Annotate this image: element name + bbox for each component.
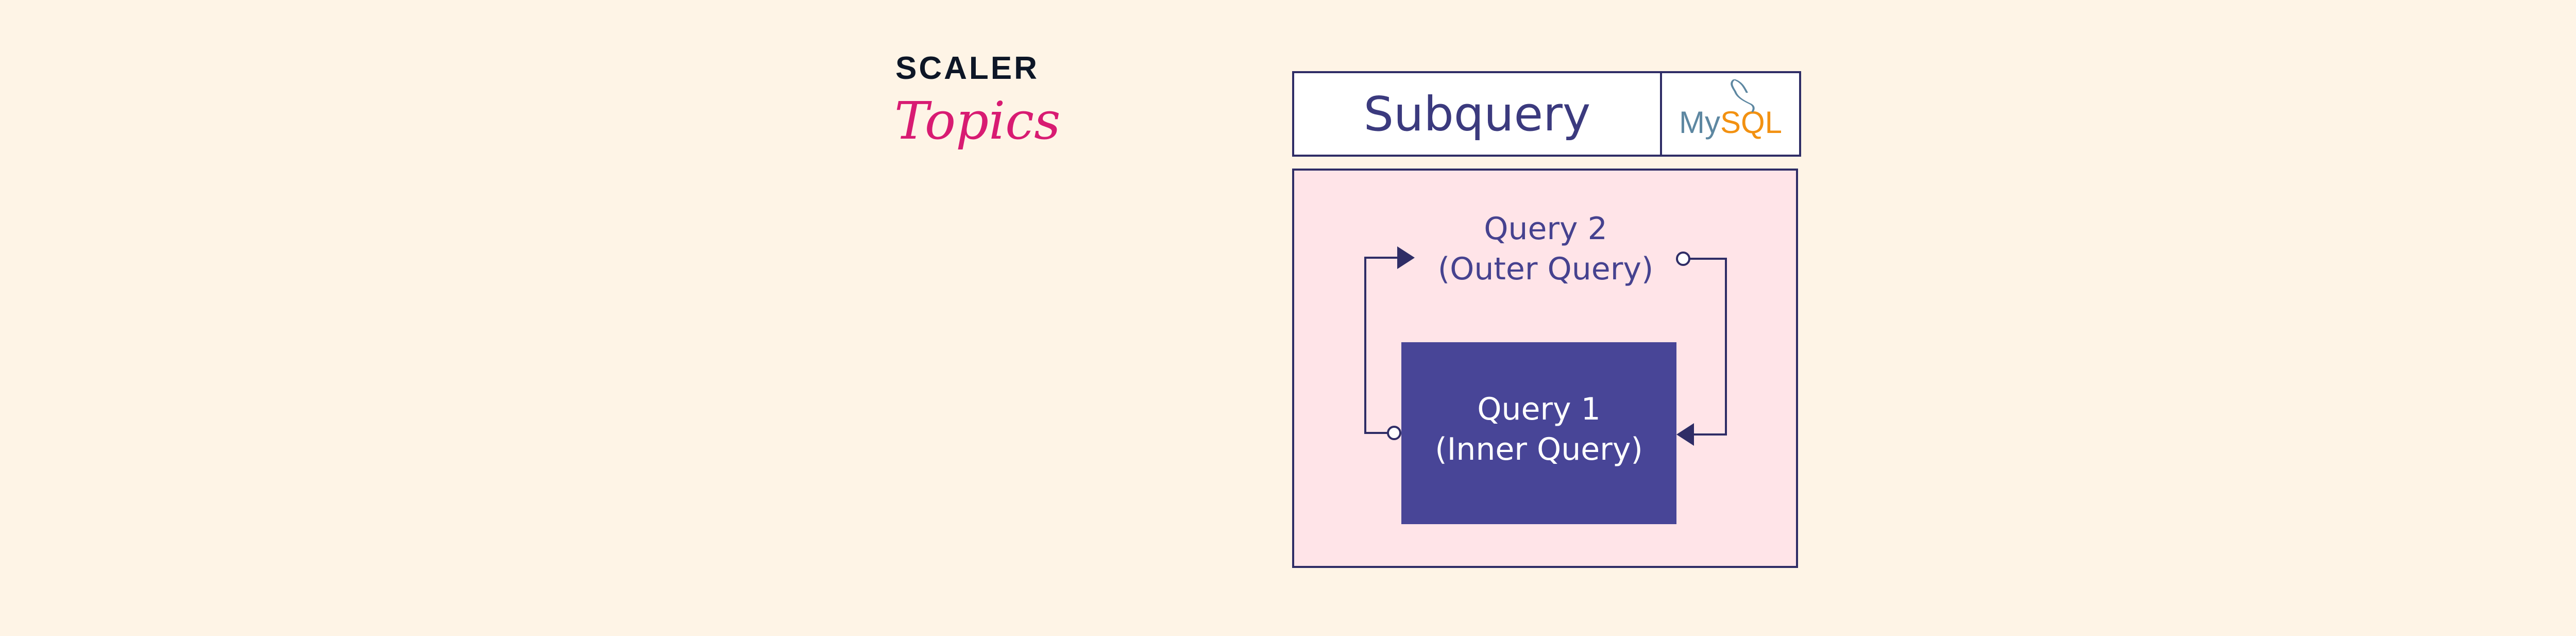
mysql-sql: SQL [1720, 105, 1783, 140]
logo-scaler-text: SCALER [895, 51, 1039, 86]
dolphin-icon [1731, 79, 1755, 112]
right-connector [1683, 258, 1727, 436]
inner-query-label: Query 1 (Inner Query) [1401, 389, 1676, 470]
arrow-right-icon [1397, 246, 1415, 269]
inner-query-box [1401, 342, 1676, 524]
mysql-my: My [1679, 105, 1720, 140]
outer-query-line2: (Outer Query) [1437, 251, 1654, 287]
outer-query-label: Query 2 (Outer Query) [1391, 209, 1700, 289]
arrow-left-icon [1676, 423, 1694, 446]
inner-query-line1: Query 1 [1477, 391, 1601, 427]
inner-query-line2: (Inner Query) [1435, 431, 1643, 467]
outer-query-line1: Query 2 [1484, 211, 1607, 247]
page-title: Subquery [1294, 73, 1662, 155]
left-connector [1364, 257, 1398, 434]
connector-start-circle [1387, 426, 1401, 440]
logo-topics-text: Topics [894, 91, 1061, 151]
connector-end-circle [1676, 252, 1690, 266]
